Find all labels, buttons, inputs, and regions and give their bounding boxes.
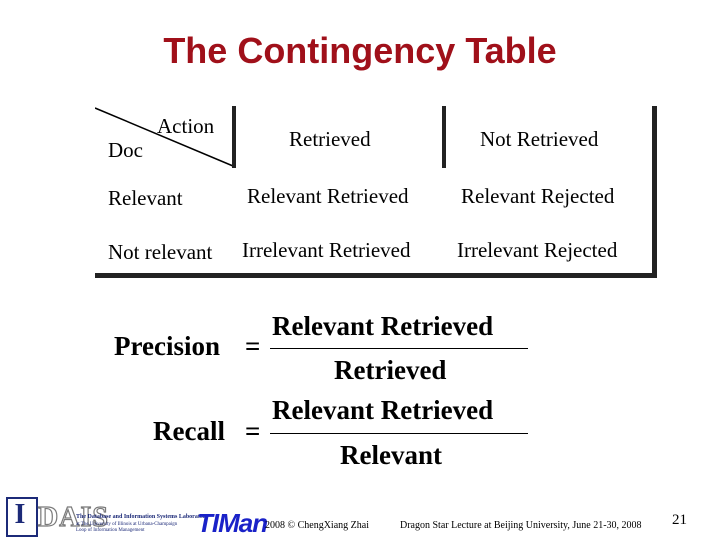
cell-irrelevant-rejected: Irrelevant Rejected bbox=[457, 238, 618, 262]
precision-numerator: Relevant Retrieved bbox=[272, 311, 494, 341]
cell-relevant-rejected: Relevant Rejected bbox=[461, 184, 615, 208]
lab-name-line: The Database and Information Systems Lab… bbox=[76, 514, 209, 520]
precision-label: Precision bbox=[114, 331, 220, 361]
page-number: 21 bbox=[672, 512, 687, 528]
slide-title: The Contingency Table bbox=[163, 30, 557, 71]
illinois-logo-box bbox=[6, 497, 38, 537]
table-divider bbox=[232, 106, 236, 168]
corner-diagonal bbox=[95, 107, 234, 167]
illinois-logo-icon: I bbox=[14, 499, 26, 530]
row-label-relevant: Relevant bbox=[108, 186, 183, 210]
recall-fraction-bar bbox=[270, 433, 528, 434]
table-divider bbox=[442, 106, 446, 168]
lab-name-line: Loop of Information Management bbox=[76, 528, 145, 533]
corner-action-label: Action bbox=[157, 114, 215, 138]
cell-relevant-retrieved: Relevant Retrieved bbox=[247, 184, 409, 208]
col-header-not-retrieved: Not Retrieved bbox=[480, 127, 599, 151]
cell-irrelevant-retrieved: Irrelevant Retrieved bbox=[242, 238, 411, 262]
corner-doc-label: Doc bbox=[108, 138, 143, 162]
footer-lecture-info: Dragon Star Lecture at Beijing Universit… bbox=[400, 520, 642, 531]
table-shadow-bottom bbox=[95, 273, 657, 278]
recall-label: Recall bbox=[153, 416, 225, 446]
precision-equals: = bbox=[245, 331, 261, 361]
lab-name-line: at The University of Illinois at Urbana-… bbox=[76, 522, 178, 527]
table-shadow-right bbox=[652, 106, 657, 278]
precision-fraction-bar bbox=[270, 348, 528, 349]
dais-logo: DAIS bbox=[37, 501, 109, 533]
recall-equals: = bbox=[245, 416, 261, 446]
footer-copyright: 2008 © ChengXiang Zhai bbox=[265, 520, 369, 531]
precision-denominator: Retrieved bbox=[334, 355, 447, 385]
timan-logo: TIMan bbox=[197, 508, 268, 538]
col-header-retrieved: Retrieved bbox=[289, 127, 371, 151]
recall-denominator: Relevant bbox=[340, 440, 442, 470]
recall-numerator: Relevant Retrieved bbox=[272, 395, 494, 425]
row-label-not-relevant: Not relevant bbox=[108, 240, 213, 264]
